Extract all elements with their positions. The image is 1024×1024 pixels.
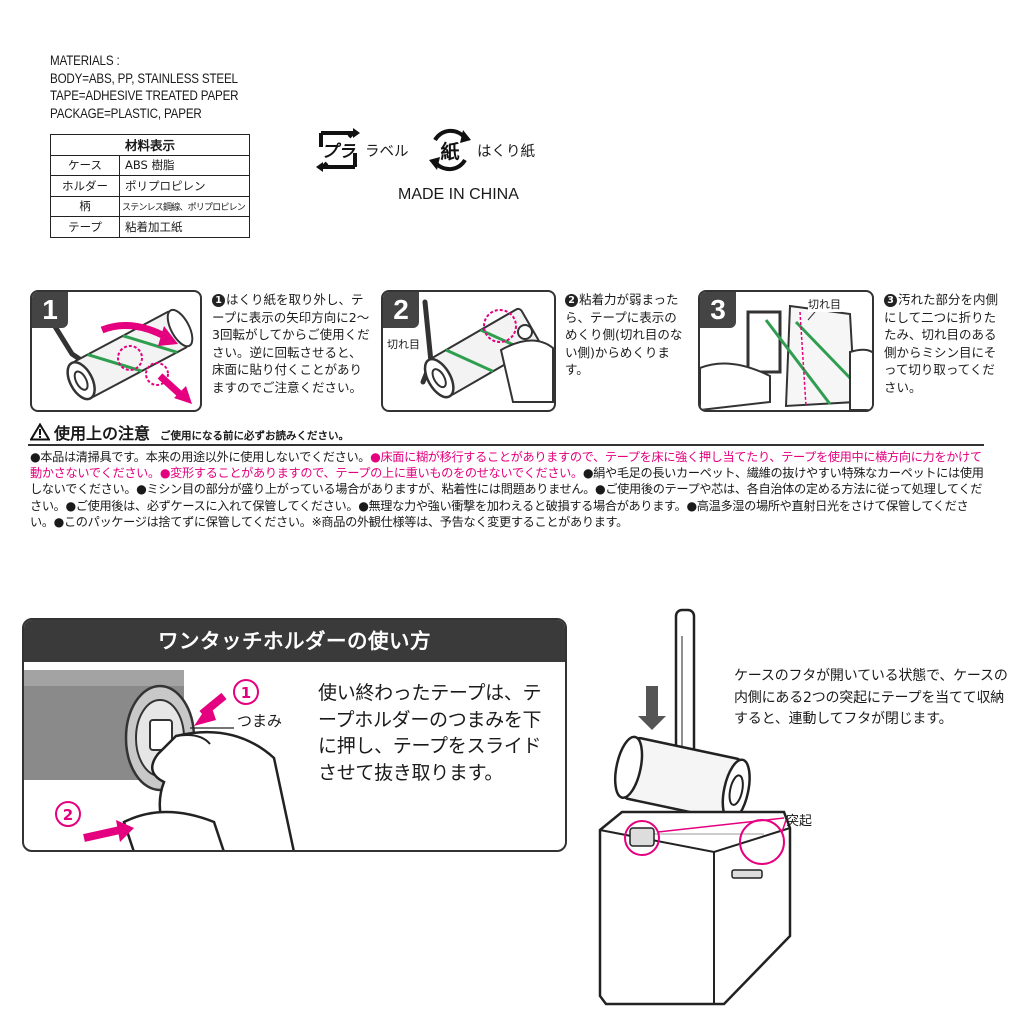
- materials-english: MATERIALS : BODY=ABS, PP, STAINLESS STEE…: [50, 52, 239, 122]
- knob-label: つまみ: [237, 712, 283, 730]
- step-circle-number: 1: [212, 294, 225, 307]
- plastic-recycle-icon: プラ: [316, 128, 360, 172]
- arrow-1-number: 1: [241, 684, 251, 702]
- material-value: ABS 樹脂: [119, 154, 250, 176]
- step-number: 2: [383, 292, 419, 328]
- step-1-illustration: 1: [30, 290, 202, 412]
- storage-description: ケースのフタが開いている状態で、ケースの内側にある2つの突起にテープを当てて収納…: [734, 668, 1008, 727]
- material-part: ケース: [50, 154, 120, 176]
- caution-paragraph: ●絹や毛足の長いカーペット、繊維の抜けやすい特殊なカーペットには使用しないでくだ…: [30, 466, 984, 529]
- materials-table-title: 材料表示: [50, 134, 250, 156]
- paper-mark-text: 紙: [440, 140, 459, 163]
- step-3-illustration: 3 切れ目: [698, 290, 874, 412]
- caution-title: 使用上の注意: [54, 424, 151, 443]
- plastic-label: ラベル: [365, 143, 409, 160]
- cut-line-label: 切れ目: [387, 336, 420, 352]
- arrow-2-number: 2: [63, 806, 73, 824]
- material-value: ポリプロピレン: [119, 175, 250, 197]
- caution-subtitle: ご使用になる前に必ずお読みください。: [160, 430, 350, 442]
- table-row: ホルダー ポリプロピレン: [50, 175, 250, 197]
- caution-paragraph: ●本品は清掃具です。本来の用途以外に使用しないでください。: [30, 450, 371, 464]
- made-in-label: MADE IN CHINA: [398, 186, 519, 203]
- paper-recycle-mark: 紙 はくり紙: [425, 126, 535, 174]
- paper-recycle-icon: 紙: [429, 128, 471, 172]
- materials-line: TAPE=ADHESIVE TREATED PAPER: [50, 88, 239, 103]
- step-number: 3: [700, 292, 736, 328]
- peel-illustration-icon: [420, 299, 554, 403]
- materials-line: PACKAGE=PLASTIC, PAPER: [50, 105, 202, 121]
- protrusion-label: 突起: [786, 814, 813, 829]
- material-value: ステンレス鋼線、ポリプロピレン: [119, 195, 250, 217]
- holder-description: 使い終わったテープは、テープホルダーのつまみを下に押し、テープをスライドさせて抜…: [318, 682, 542, 784]
- holder-title: ワンタッチホルダーの使い方: [24, 620, 565, 662]
- tear-illustration-icon: [700, 304, 872, 410]
- caution-text: ●本品は清掃具です。本来の用途以外に使用しないでください。●床面に糊が移行するこ…: [30, 449, 990, 530]
- caution-divider: [28, 444, 984, 446]
- material-part: ホルダー: [50, 175, 120, 197]
- caution-header: 使用上の注意 ご使用になる前に必ずお読みください。: [30, 420, 349, 444]
- material-part: 柄: [50, 195, 120, 217]
- step-description: はくり紙を取り外し、テープに表示の矢印方向に2〜3回転がしてからご使用ください。…: [212, 292, 370, 395]
- materials-line: BODY=ABS, PP, STAINLESS STEEL: [50, 70, 238, 86]
- roller-illustration-icon: [43, 308, 194, 404]
- material-value: 粘着加工紙: [119, 216, 250, 238]
- step-description: 粘着力が弱まったら、テープに表示のめくり側(切れ目のない側)からめくります。: [565, 292, 683, 377]
- table-row: ケース ABS 樹脂: [50, 154, 250, 176]
- materials-table: 材料表示 ケース ABS 樹脂 ホルダー ポリプロピレン 柄 ステンレス鋼線、ポ…: [50, 134, 250, 238]
- cut-line-label: 切れ目: [808, 296, 841, 312]
- holder-illustration-icon: 1 2: [24, 670, 295, 850]
- material-part: テープ: [50, 216, 120, 238]
- holder-instructions-panel: ワンタッチホルダーの使い方 1 2 つまみ 使い終わったテープは、テープホルダー…: [22, 618, 567, 852]
- step-description: 汚れた部分を内側にして二つに折りたたみ、切れ目のある側からミシン目にそって切り取…: [884, 292, 999, 395]
- materials-line: MATERIALS :: [50, 53, 120, 68]
- step-circle-number: 3: [884, 294, 897, 307]
- step-2-illustration: 2 切れ目: [381, 290, 556, 412]
- step-number: 1: [32, 292, 68, 328]
- case-storage-illustration-icon: [598, 608, 792, 1006]
- plastic-recycle-mark: プラ ラベル: [313, 126, 409, 174]
- table-row: 柄 ステンレス鋼線、ポリプロピレン: [50, 195, 250, 217]
- warning-icon: [30, 423, 50, 441]
- step-circle-number: 2: [565, 294, 578, 307]
- plastic-mark-text: プラ: [321, 142, 356, 162]
- paper-label: はくり紙: [477, 143, 535, 160]
- table-row: テープ 粘着加工紙: [50, 216, 250, 238]
- caution-warning-paragraph: ●床面に糊が移行することがありますので、テープを床に強く押し当てたり、テープを使…: [30, 450, 982, 481]
